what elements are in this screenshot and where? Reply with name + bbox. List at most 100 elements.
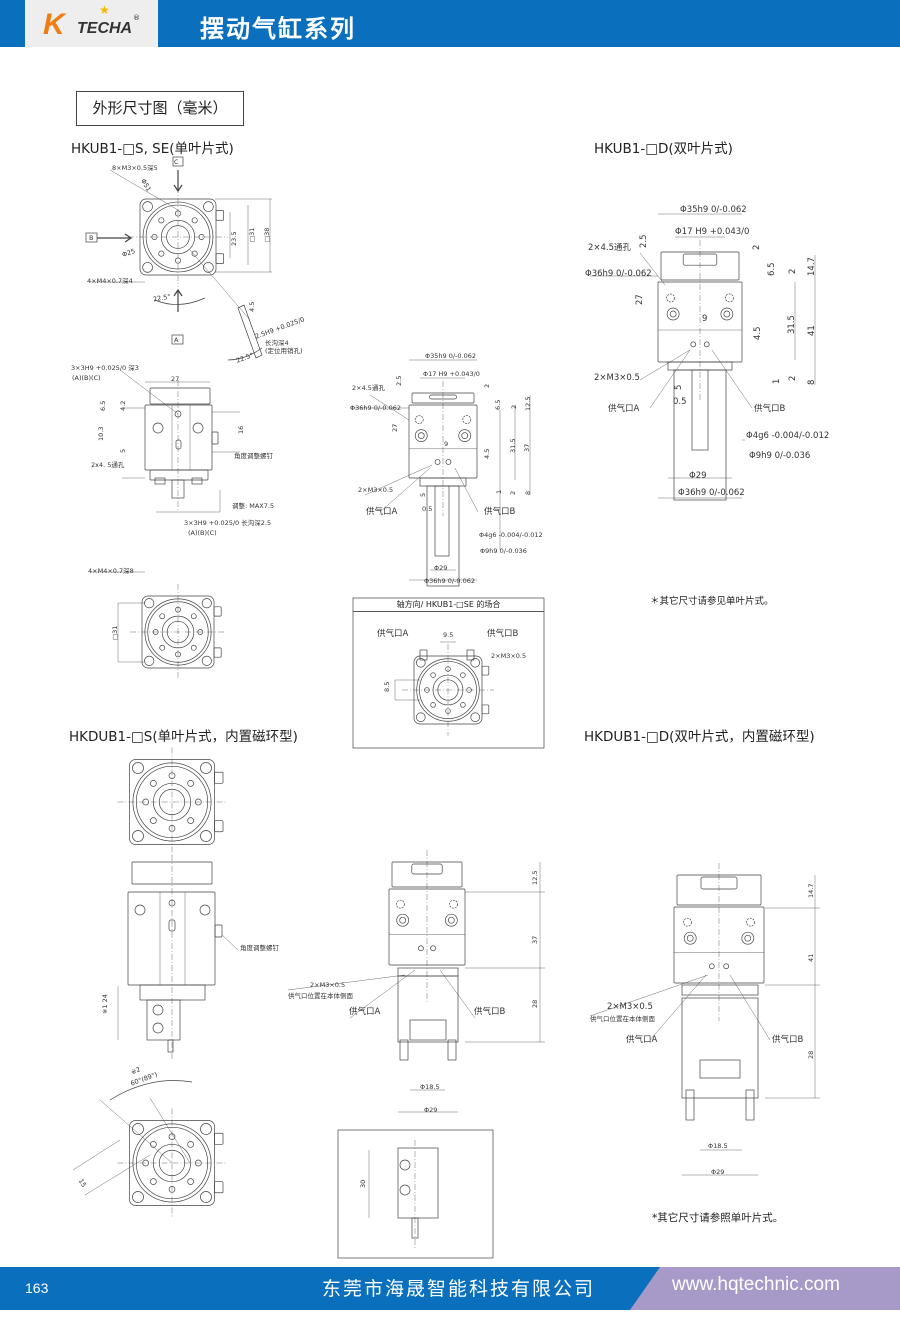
section-title: 外形尺寸图（毫米） (76, 91, 244, 126)
dim-label: 2 (483, 383, 491, 388)
dim-label: 9 (444, 440, 449, 448)
dim-label: 2.5 (639, 234, 649, 248)
dim-label: 5 (419, 492, 427, 497)
website-link[interactable]: www.hqtechnic.com (672, 1274, 840, 1295)
star-icon: ★ (99, 3, 110, 17)
fitting-icon (461, 432, 469, 439)
dim-label: 6.5 (99, 400, 107, 411)
fitting-icon (686, 934, 694, 942)
dim-label: 5 (119, 448, 127, 453)
dim-label: Φ35h9 0/-0.062 (680, 205, 747, 215)
footer-website-panel (630, 1267, 900, 1310)
air-port-b (703, 341, 710, 348)
dim-label: Φ29 (424, 1106, 438, 1114)
dimension-line (119, 369, 179, 415)
mounting-hole (132, 830, 144, 842)
dim-label: 3×3H9 +0.025/0 长沟深2.5 (184, 519, 272, 527)
air-port-a (690, 341, 697, 348)
mounting-hole (132, 1123, 144, 1135)
dim-label: 2×M3×0.5 (594, 373, 640, 383)
dim-label: □38 (263, 227, 271, 242)
air-port-a (418, 945, 424, 952)
screw-icon (152, 1022, 164, 1034)
mounting-hole (144, 655, 155, 666)
dim-label: Φ36h9 0/-0.062 (350, 404, 401, 412)
through-hole (449, 899, 458, 909)
dim-label: 2.5 (395, 375, 403, 386)
datum-box (85, 232, 98, 243)
port-a-label: 供气口A (608, 404, 640, 414)
dim-label: 4.5 (753, 326, 763, 340)
slot (168, 919, 176, 932)
tapped-hole (150, 1141, 157, 1148)
port-a-label: 供气口A (377, 629, 409, 639)
brand-logo: K ★ TECHA ® (25, 0, 158, 47)
fitting-icon (666, 307, 680, 321)
mounting-hole (200, 1191, 212, 1203)
note: *其它尺寸请参照单叶片式。 (652, 1212, 784, 1224)
mounting-hole (200, 762, 212, 774)
dim-label: Φ9h9 0/-0.036 (749, 451, 811, 461)
model-title-hkdub-d: HKDUB1-□D(双叶片式，内置磁环型) (584, 729, 815, 745)
angle-arc (227, 347, 263, 361)
dim-label: 31.5 (509, 438, 517, 453)
mounting-hole (132, 762, 144, 774)
dim-label: 30 (359, 1179, 367, 1188)
registered-mark: ® (133, 14, 140, 22)
port-b-label: 供气口B (474, 1007, 506, 1017)
air-port-b (445, 459, 452, 465)
dim-label: 角度调整螺钉 (240, 944, 279, 952)
dim-label: 1 (772, 378, 782, 384)
datum-refs: (A)(B)(C) (188, 529, 217, 537)
mounting-hole (142, 201, 153, 212)
adjust-screw (214, 820, 224, 833)
port-b-label: 供气口B (754, 404, 786, 414)
shaft (434, 485, 450, 557)
slot-detail (237, 304, 263, 359)
tapped-hole (187, 1141, 194, 1148)
cylinder-cap (131, 861, 213, 885)
dim-label: 37 (531, 935, 539, 944)
mounting-hole (416, 712, 426, 722)
adjust-screw (214, 771, 224, 784)
fitting-icon (720, 307, 734, 321)
dim-label: 2×M3×0.5 (358, 486, 394, 494)
port-a-label: 供气口A (349, 1007, 381, 1017)
mounting-hole (203, 262, 214, 273)
tapped-hole (187, 780, 194, 787)
dim-label: (定位用销孔) (265, 347, 303, 355)
dim-label: 27 (635, 294, 645, 305)
dimension-line (729, 974, 771, 1041)
dim-label: 2 (788, 375, 798, 381)
sensor (745, 1089, 755, 1121)
dimension-line (364, 464, 433, 496)
dimension-line (439, 969, 476, 1019)
dim-label: 0.5 (673, 397, 687, 407)
page-title: 摆动气缸系列 (200, 15, 356, 43)
screw-icon (399, 1184, 411, 1196)
dim-label: Φ29 (689, 471, 707, 481)
through-hole (683, 917, 692, 927)
datum-box (172, 156, 184, 167)
dim-label: Φ29 (711, 1168, 725, 1176)
dim-label: 28 (531, 999, 539, 1008)
adjust-screw (481, 665, 490, 676)
dimension-line (649, 974, 707, 1041)
page-number: 163 (25, 1280, 49, 1296)
through-hole (666, 293, 675, 303)
air-port-b (723, 963, 730, 970)
dimension-line (221, 934, 239, 951)
mounting-hole (203, 201, 214, 212)
mounting-hole (470, 658, 480, 668)
dim-label: □31 (111, 625, 119, 640)
dim-label: 2 (510, 404, 518, 409)
fitting-icon (458, 429, 472, 442)
model-title-hkub-s: HKUB1-□S, SE(单叶片式) (71, 141, 234, 157)
tapped-hole (460, 672, 466, 678)
sensor (447, 1039, 457, 1061)
tapped-hole (150, 817, 157, 824)
fitting (419, 649, 428, 661)
air-port-a (708, 963, 715, 970)
fitting-icon (444, 913, 458, 927)
